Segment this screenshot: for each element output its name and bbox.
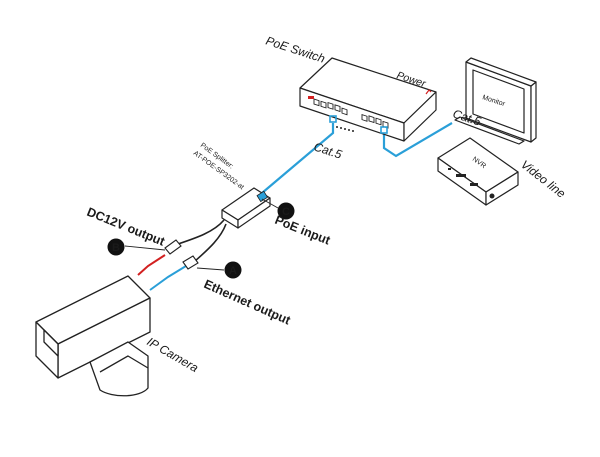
poe-switch — [299, 57, 437, 142]
switch-port-highlights — [329, 115, 388, 134]
ethernet-output-cable — [149, 265, 187, 291]
cat5-cable-switch-to-nvr — [382, 122, 453, 158]
label-dc12v-output: DC12V output — [85, 205, 168, 249]
label-video-line: Video line — [518, 157, 568, 201]
marker-a-letter: A — [229, 265, 237, 277]
switch-logo-mark — [308, 96, 314, 99]
marker-c-letter: C — [282, 206, 290, 218]
switch-power-cord — [425, 89, 432, 95]
cat5-cable-switch-to-splitter — [261, 123, 335, 194]
switch-leds — [336, 126, 354, 132]
marker-b-letter: B — [112, 242, 120, 254]
ethernet-connector — [182, 255, 199, 270]
marker-a: A — [224, 261, 242, 279]
dc12v-output-cable — [137, 254, 166, 276]
nvr-front-details — [448, 168, 495, 199]
splitter-output-wires — [177, 219, 227, 263]
switch-ports — [313, 98, 389, 129]
marker-b: B — [107, 238, 125, 256]
label-poe-switch: PoE Switch — [264, 34, 327, 66]
label-ethernet-output: Ethernet output — [202, 277, 293, 328]
splitter-poe-input-port — [256, 190, 269, 203]
ip-camera — [35, 275, 151, 397]
label-cat5-left: Cat.5 — [312, 140, 344, 162]
marker-a-leader — [196, 267, 225, 271]
marker-b-leader — [124, 245, 166, 251]
marker-c-leader — [261, 198, 279, 209]
label-poe-input: PoE input — [273, 213, 333, 248]
label-ip-camera: IP Camera — [145, 334, 202, 375]
nvr — [437, 137, 519, 206]
monitor — [454, 57, 537, 145]
marker-c: C — [277, 202, 295, 220]
dc12v-connector — [164, 239, 182, 255]
